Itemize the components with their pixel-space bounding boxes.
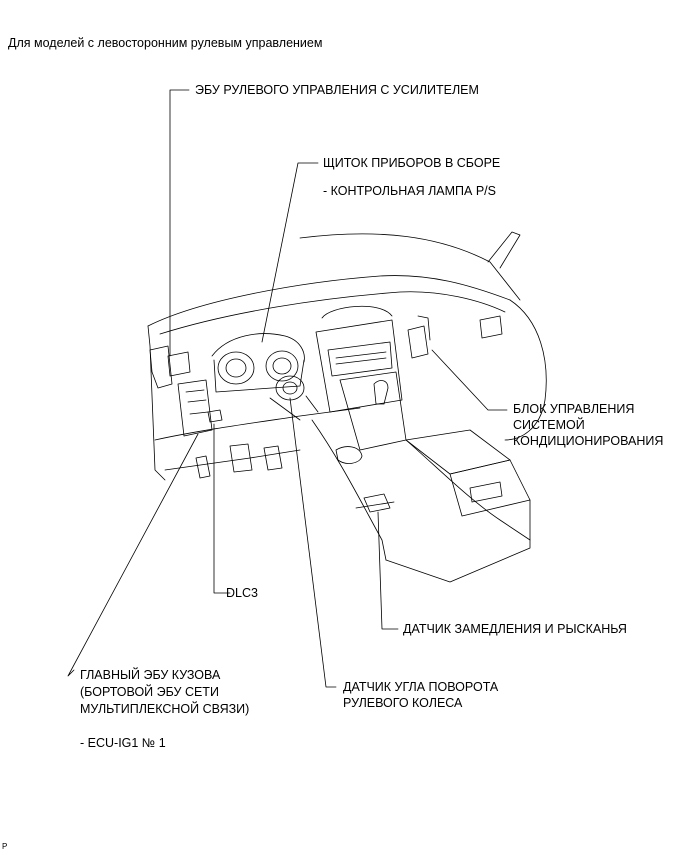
leader-combination-meter xyxy=(261,162,319,343)
ps-ecu-box xyxy=(167,351,191,377)
dlc3-connector xyxy=(207,409,223,423)
center-stack xyxy=(315,319,403,413)
label-steering-sensor-line1: ДАТЧИК УГЛА ПОВОРОТА xyxy=(343,680,499,694)
leader-steering-sensor xyxy=(289,397,337,688)
pedal-3 xyxy=(263,445,283,471)
windshield-frame xyxy=(299,233,521,301)
label-yaw-sensor: ДАТЧИК ЗАМЕДЛЕНИЯ И РЫСКАНЬЯ xyxy=(403,622,627,636)
yaw-sensor-base xyxy=(355,501,395,509)
steering-sensor-inner xyxy=(282,381,298,395)
leader-dlc3 xyxy=(213,423,231,594)
label-ac-unit-line3: КОНДИЦИОНИРОВАНИЯ xyxy=(513,434,664,448)
cupholder xyxy=(335,446,363,464)
yaw-sensor xyxy=(363,493,391,513)
console-lid xyxy=(405,429,511,475)
door-line xyxy=(504,299,547,441)
shift-knob xyxy=(373,380,389,405)
label-ac-unit-line2: СИСТЕМОЙ xyxy=(513,418,585,432)
label-power-steering-ecu: ЭБУ РУЛЕВОГО УПРАВЛЕНИЯ С УСИЛИТЕЛЕМ xyxy=(195,83,479,97)
radio-panel xyxy=(327,341,393,377)
label-dlc3: DLC3 xyxy=(226,586,258,600)
leader-ps-ecu xyxy=(169,89,190,357)
cluster-gauge-right-inner xyxy=(272,357,292,375)
ac-unit-bracket xyxy=(417,315,431,341)
a-pillar-right xyxy=(487,231,521,269)
ac-unit xyxy=(407,325,429,359)
label-combination-meter: ЩИТОК ПРИБОРОВ В СБОРЕ xyxy=(323,156,501,170)
console-rear xyxy=(385,499,531,583)
ps-ecu-bracket xyxy=(149,345,173,389)
leader-ac-unit xyxy=(431,349,508,411)
leader-main-body-ecu xyxy=(67,433,199,677)
label-main-body-ecu-line3: МУЛЬТИПЛЕКСНОЙ СВЯЗИ) xyxy=(80,702,250,716)
label-combination-meter-sub: - КОНТРОЛЬНАЯ ЛАМПА P/S xyxy=(323,184,496,198)
right-trim xyxy=(479,315,503,339)
dash-top-inner xyxy=(159,291,506,335)
steering-column xyxy=(269,395,319,421)
label-main-body-ecu-line1: ГЛАВНЫЙ ЭБУ КУЗОВА xyxy=(80,668,221,682)
pedal-1 xyxy=(195,455,211,479)
label-main-body-ecu-line2: (БОРТОВОЙ ЭБУ СЕТИ xyxy=(80,685,219,699)
armrest xyxy=(449,459,531,517)
cluster-gauge-right xyxy=(265,350,299,382)
cluster-gauge-left xyxy=(217,351,255,385)
main-body-ecu-detail xyxy=(185,389,209,415)
label-steering-sensor-line2: РУЛЕВОГО КОЛЕСА xyxy=(343,696,463,710)
page-title: Для моделей с левосторонним рулевым упра… xyxy=(8,36,323,50)
console-left xyxy=(311,419,387,561)
console-vent xyxy=(469,481,503,503)
dash-top-outline xyxy=(147,275,511,327)
cluster-hood xyxy=(211,333,305,363)
label-main-body-ecu-sub: - ECU-IG1 № 1 xyxy=(80,736,166,750)
left-panel xyxy=(147,325,166,481)
cluster-gauge-left-inner xyxy=(225,358,247,378)
label-ac-unit-line1: БЛОК УПРАВЛЕНИЯ xyxy=(513,402,635,416)
steering-sensor-ring xyxy=(275,375,305,401)
cluster-body xyxy=(213,359,305,393)
radio-slots xyxy=(335,351,387,365)
lower-dash xyxy=(154,407,361,441)
corner-mark: P xyxy=(2,842,8,851)
pedal-2 xyxy=(229,443,253,473)
main-body-ecu xyxy=(177,379,213,437)
leader-yaw-sensor xyxy=(377,511,399,630)
shift-area xyxy=(339,371,407,451)
console-right xyxy=(405,439,531,541)
center-screen-bezel xyxy=(321,305,393,319)
